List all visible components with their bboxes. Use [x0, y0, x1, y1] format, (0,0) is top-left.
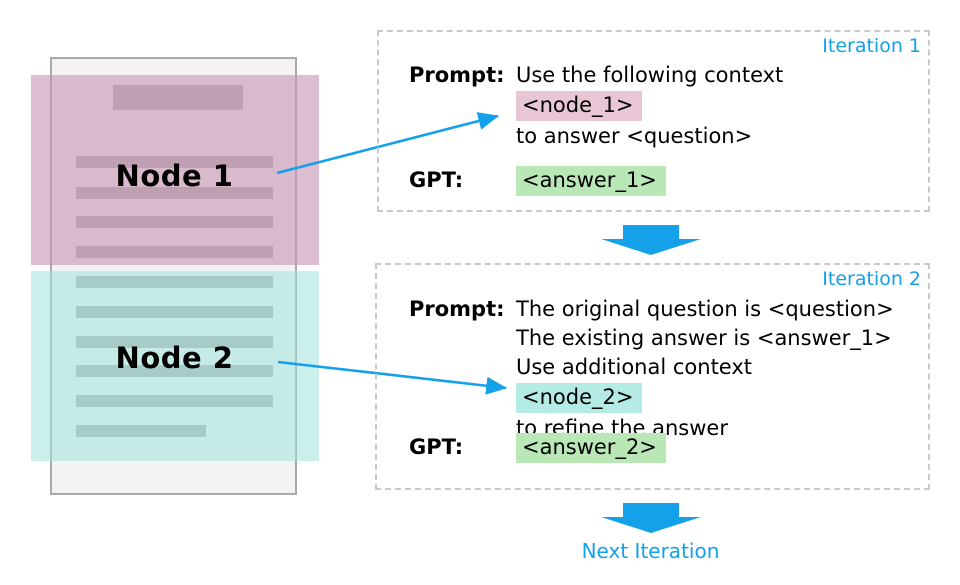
node2-highlight-region — [31, 271, 319, 461]
iteration-2-title: Iteration 2 — [822, 268, 921, 290]
prompt-text: The original question is <question> The … — [516, 295, 894, 443]
iteration-1-title: Iteration 1 — [822, 35, 921, 57]
iteration-1-prompt-row: Prompt: Use the following context <node_… — [409, 61, 783, 151]
iteration-2-box: Iteration 2 Prompt: The original questio… — [375, 263, 930, 490]
prompt-label: Prompt: — [409, 63, 505, 87]
node2-label: Node 2 — [115, 341, 234, 375]
next-iteration-label: Next Iteration — [581, 539, 720, 563]
prompt-line: to answer <question> — [516, 124, 753, 148]
gpt-label: GPT: — [409, 435, 464, 459]
iteration-2-gpt-row: GPT: <answer_2> — [409, 433, 666, 463]
node2-context-chip: <node_2> — [516, 383, 643, 413]
iteration-2-prompt-row: Prompt: The original question is <questi… — [409, 295, 894, 443]
next-iteration-arrow — [601, 503, 701, 533]
prompt-line: Use additional context — [516, 355, 753, 379]
prompt-line: The existing answer is <answer_1> — [516, 326, 892, 350]
gpt-label: GPT: — [409, 168, 464, 192]
iteration-1-box: Iteration 1 Prompt: Use the following co… — [377, 30, 930, 212]
prompt-label: Prompt: — [409, 297, 505, 321]
prompt-line: Use the following context — [516, 63, 784, 87]
node1-highlight-region — [31, 75, 319, 265]
prompt-line: The original question is <question> — [516, 297, 894, 321]
prompt-text: Use the following context <node_1> to an… — [516, 61, 783, 151]
answer2-chip: <answer_2> — [516, 433, 666, 463]
node1-label: Node 1 — [115, 159, 234, 193]
iteration-1-gpt-row: GPT: <answer_1> — [409, 166, 666, 196]
node1-context-chip: <node_1> — [516, 91, 643, 121]
answer1-chip: <answer_1> — [516, 166, 666, 196]
iteration1-to-iteration2-arrow — [601, 225, 701, 255]
